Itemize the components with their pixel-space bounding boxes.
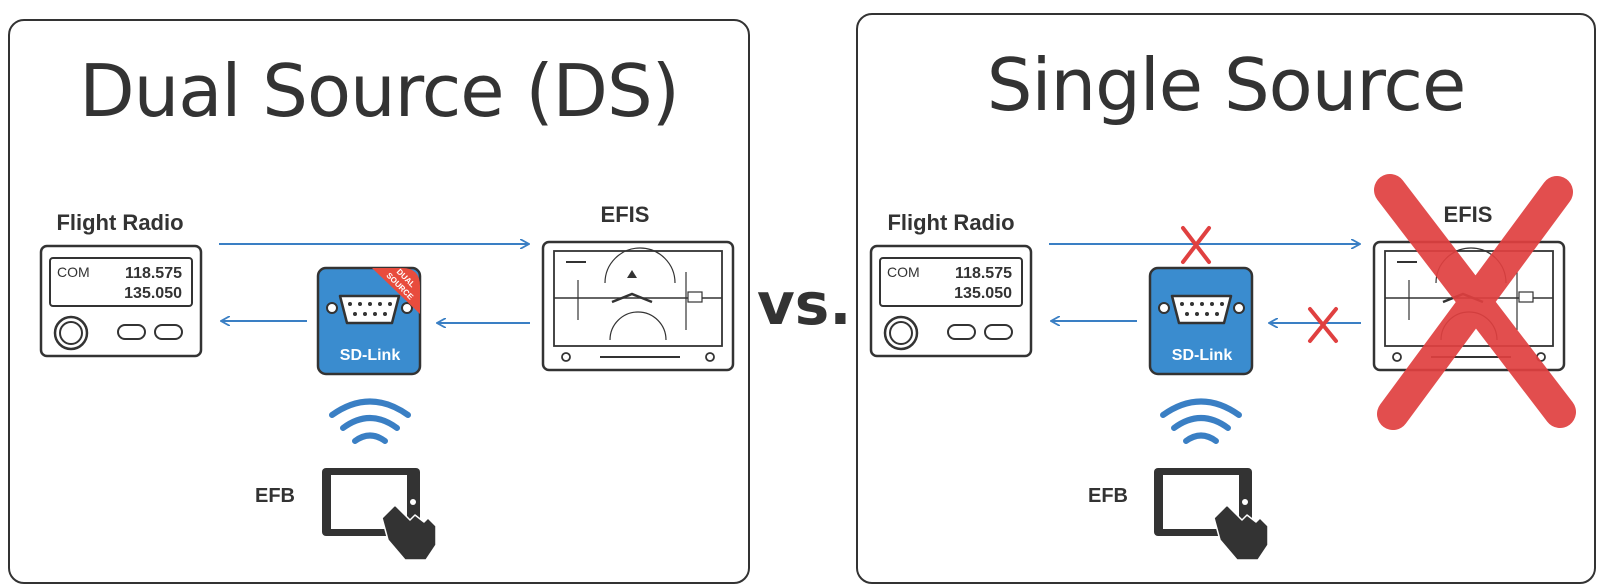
panel-title: Single Source [986,43,1467,127]
active-frequency: 118.575 [955,265,1012,282]
wifi-icon [1160,398,1242,444]
cross-icon [1308,307,1338,343]
efis-label: EFIS [1444,202,1493,227]
com-label: COM [887,264,920,280]
panel-title: Dual Source (DS) [79,49,680,133]
efb-label: EFB [1088,485,1128,507]
dual-source-diagram: Flight Radio COM 118.575 135.050 EFIS [39,202,735,561]
vs-label: vs. [757,270,852,338]
standby-frequency: 135.050 [124,285,182,302]
com-label: COM [57,264,90,280]
efis-label: EFIS [601,202,650,227]
sd-link-device: SD-Link DUAL SOURCE [316,266,422,376]
standby-frequency: 135.050 [954,285,1012,302]
radio-button [984,324,1013,340]
flight-radio-label: Flight Radio [56,210,183,235]
device-label: SD-Link [340,347,401,364]
hand-pointer-icon [1213,504,1269,561]
active-frequency: 118.575 [125,265,182,282]
device-label: SD-Link [1172,347,1233,364]
efb-label: EFB [255,485,295,507]
cross-icon [1181,226,1211,264]
flight-radio: COM 118.575 135.050 [869,244,1033,358]
hand-pointer-icon [381,504,437,561]
wifi-icon [329,398,411,444]
radio-button [117,324,146,340]
radio-button [154,324,183,340]
db9-connector-icon [326,294,413,325]
flight-radio: COM 118.575 135.050 [39,244,203,358]
sd-link-device: SD-Link [1148,266,1254,376]
large-cross-icon [1374,174,1576,430]
efis-display [541,240,735,372]
single-source-diagram: Flight Radio COM 118.575 135.050 EFIS [869,174,1576,561]
flight-radio-label: Flight Radio [887,210,1014,235]
db9-connector-icon [1158,294,1245,325]
radio-button [947,324,976,340]
